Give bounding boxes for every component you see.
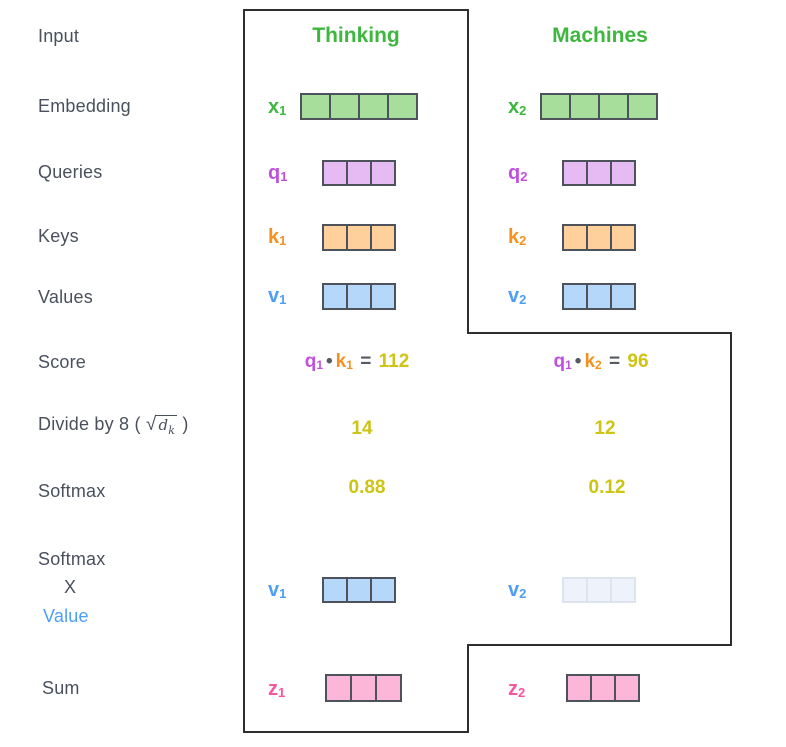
vector-q2 (562, 160, 636, 186)
vector-x2 (540, 93, 658, 120)
softmax-result-1: 0.88 (348, 477, 386, 498)
vector-label-z1: z1 (268, 678, 286, 700)
vector-cell (562, 160, 588, 186)
vector-cell (562, 577, 588, 603)
dot-product-icon: • (326, 351, 333, 372)
row-label-softmax-x-value-line2: X (64, 577, 77, 597)
softmax-result-2: 0.12 (588, 477, 626, 498)
vector-cell (370, 224, 396, 251)
vector-cell (358, 93, 389, 120)
divide-result-1: 14 (351, 418, 373, 439)
row-label-values: Values (38, 287, 93, 307)
sqrt-radical-symbol: √ (145, 414, 157, 435)
vector-cell (375, 674, 402, 702)
vector-cell (346, 577, 372, 603)
row-label-queries: Queries (38, 162, 103, 182)
vector-k2 (562, 224, 636, 251)
row-label-embedding: Embedding (38, 96, 131, 116)
score1-q-term: q1 (304, 351, 324, 372)
vector-cell (627, 93, 658, 120)
vector-k1 (322, 224, 396, 251)
row-label-input: Input (38, 26, 80, 46)
score-q1-k2: q1•k2 = 96 (553, 351, 648, 373)
vector-cell (610, 160, 636, 186)
vector-label-v2-weighted: v2 (508, 579, 527, 601)
vector-label-k2: k2 (508, 226, 527, 248)
vector-cell (370, 283, 396, 310)
row-label-keys: Keys (38, 226, 79, 246)
vector-cell (346, 283, 372, 310)
vector-cell (322, 224, 348, 251)
vector-cell (322, 577, 348, 603)
vector-cell (562, 224, 588, 251)
row-label-softmax-x-value-line3: Value (43, 606, 89, 626)
column-header-machines: Machines (552, 24, 648, 47)
dot-product-icon: • (574, 351, 582, 372)
score2-q-term: q1 (553, 351, 572, 372)
vector-cell (610, 577, 636, 603)
score1-value: 112 (378, 351, 410, 372)
vector-label-q1: q1 (268, 162, 288, 184)
vector-cell (610, 224, 636, 251)
vector-z2 (566, 674, 640, 702)
row-label-softmax: Softmax (38, 481, 106, 501)
vector-z1 (325, 674, 402, 702)
vector-cell (329, 93, 360, 120)
vector-cell (586, 224, 612, 251)
vector-v2-weighted-faded (562, 577, 636, 603)
vector-x1 (300, 93, 418, 120)
vector-label-q2: q2 (508, 162, 528, 184)
score1-k-term: k1 (335, 351, 353, 372)
vector-cell (325, 674, 352, 702)
vector-cell (322, 160, 348, 186)
vector-label-x2: x2 (508, 96, 527, 118)
vector-cell (586, 577, 612, 603)
vector-v1-weighted (322, 577, 396, 603)
vector-cell (346, 160, 372, 186)
vector-label-x1: x1 (268, 96, 287, 118)
vector-cell (614, 674, 640, 702)
vector-cell (610, 283, 636, 310)
vector-cell (566, 674, 592, 702)
vector-cell (540, 93, 571, 120)
sqrt-dk: dk (156, 415, 178, 437)
vector-v2 (562, 283, 636, 310)
vector-v1 (322, 283, 396, 310)
vector-label-z2: z2 (508, 678, 526, 700)
divide-prefix: Divide by 8 ( (38, 414, 141, 434)
vector-cell (350, 674, 377, 702)
row-label-softmax-x-value-line1: Softmax (38, 549, 106, 569)
vector-cell (562, 283, 588, 310)
row-label-score: Score (38, 352, 87, 372)
vector-cell (586, 283, 612, 310)
vector-label-k1: k1 (268, 226, 287, 248)
vector-cell (586, 160, 612, 186)
column-header-thinking: Thinking (312, 24, 400, 47)
score2-k-term: k2 (584, 351, 602, 372)
row-label-divide: Divide by 8 ( √dk ) (38, 414, 189, 437)
vector-cell (569, 93, 600, 120)
score2-value: 96 (627, 351, 649, 372)
vector-label-v1-weighted: v1 (268, 579, 287, 601)
vector-label-v1: v1 (268, 285, 287, 307)
vector-cell (346, 224, 372, 251)
row-label-sum: Sum (42, 678, 80, 698)
divide-suffix: ) (182, 414, 189, 434)
score2-equals: = (608, 351, 621, 372)
vector-cell (598, 93, 629, 120)
vector-cell (370, 160, 396, 186)
vector-cell (300, 93, 331, 120)
score-q1-k1: q1•k1 = 112 (305, 351, 410, 373)
vector-cell (322, 283, 348, 310)
vector-cell (387, 93, 418, 120)
vector-q1 (322, 160, 396, 186)
vector-cell (590, 674, 616, 702)
score1-equals: = (360, 351, 372, 372)
vector-label-v2: v2 (508, 285, 527, 307)
divide-result-2: 12 (594, 418, 616, 439)
vector-cell (370, 577, 396, 603)
